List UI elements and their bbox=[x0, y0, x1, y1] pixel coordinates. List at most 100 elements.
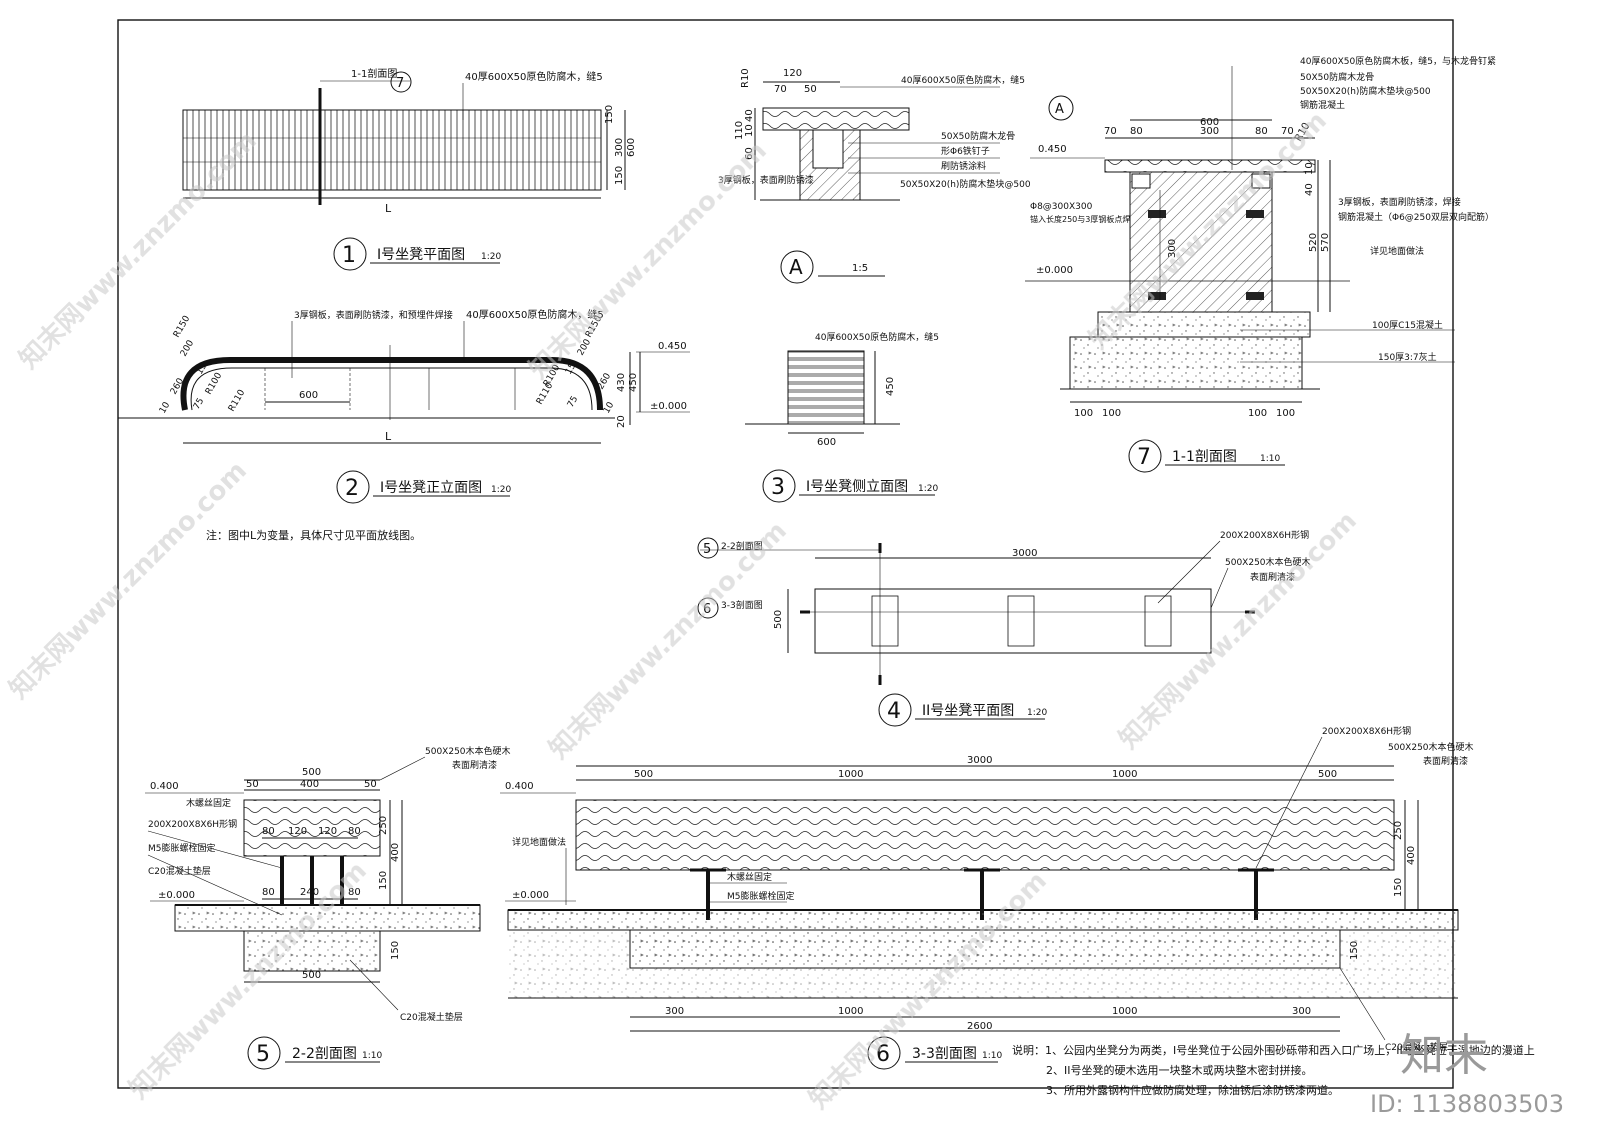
title-scale: 1:20 bbox=[918, 484, 938, 494]
dim-430: 430 bbox=[616, 373, 627, 392]
elev-0-000: ±0.000 bbox=[158, 890, 195, 901]
dim-500: 500 bbox=[773, 610, 784, 629]
cut-label-3-3: 3-3剖面图 bbox=[721, 599, 763, 611]
dim-20: 20 bbox=[616, 415, 627, 428]
elev-0-000: ±0.000 bbox=[650, 401, 687, 412]
note: M5膨胀螺栓固定 bbox=[727, 890, 795, 902]
dim: 50 bbox=[364, 779, 377, 790]
note: 木螺丝固定 bbox=[186, 797, 231, 809]
dim: 1000 bbox=[838, 769, 863, 780]
view-5-section-2-2: 500 50 400 50 80 120 120 80 80 240 80 50… bbox=[145, 745, 511, 1023]
title-number: A bbox=[789, 255, 803, 279]
radius-label: R110 bbox=[227, 388, 248, 414]
explanation-notes: 说明：1、公园内坐凳分为两类，I号坐凳位于公园外围砂砾带和西入口广场上，II号坐… bbox=[1012, 1043, 1535, 1097]
view-3-side-elevation: 40厚600X50原色防腐木，缝5 600 450 bbox=[745, 331, 939, 448]
dim: 100 bbox=[1074, 408, 1093, 419]
elev-0-400: 0.400 bbox=[150, 781, 179, 792]
title-scale: 1:20 bbox=[491, 485, 511, 495]
side-slat bbox=[787, 375, 865, 383]
note-line-2: 2、II号坐凳的硬木选用一块整木或两块整木密封拼接。 bbox=[1046, 1063, 1313, 1077]
view-2-front-elevation: L 600 3厚钢板，表面刷防锈漆，和预埋件焊接 40厚600X50原色防腐木，… bbox=[158, 308, 690, 444]
dim-600: 600 bbox=[817, 437, 836, 448]
dim: 70 bbox=[774, 84, 787, 95]
asset-id: ID: 1138803503 bbox=[1370, 1090, 1564, 1118]
note: C20混凝土垫层 bbox=[400, 1011, 463, 1023]
radius-label: R100 bbox=[204, 371, 225, 397]
dim: 150 bbox=[1393, 878, 1404, 897]
dim-600: 600 bbox=[626, 138, 637, 157]
note: 50X50X20(h)防腐木垫块@500 bbox=[1300, 85, 1431, 97]
note: 500X250木本色硬木 bbox=[1388, 741, 1474, 753]
view-6-section-3-3: 3000 500 1000 1000 500 300 1000 1000 300… bbox=[500, 725, 1474, 1053]
elev-0-450: 0.450 bbox=[1038, 144, 1067, 155]
title-number: 2 bbox=[345, 476, 359, 501]
dim: 1000 bbox=[1112, 1006, 1137, 1017]
title-number: 5 bbox=[256, 1042, 270, 1067]
title-view-2: 2 I号坐凳正立面图 1:20 bbox=[336, 470, 511, 504]
brand-logo: 知末 ID: 1138803503 bbox=[1370, 1030, 1564, 1118]
note: 3厚钢板，表面刷防锈漆，焊接 bbox=[1338, 196, 1461, 208]
title-name: I号坐凳正立面图 bbox=[380, 480, 482, 496]
note-variable-L: 注：图中L为变量，具体尺寸见平面放线图。 bbox=[206, 528, 421, 542]
cut-ref-5: 5 bbox=[703, 542, 711, 557]
elev-0-450: 0.450 bbox=[658, 341, 687, 352]
view-1-bench-plan: 1-1剖面图 7 40厚600X50原色防腐木，缝5 L 150 300 600… bbox=[182, 67, 637, 215]
board-note: 40厚600X50原色防腐木，缝5 bbox=[815, 331, 939, 343]
dim-2600: 2600 bbox=[967, 1021, 992, 1032]
note: 详见地面做法 bbox=[512, 836, 566, 848]
radius-label: 200 bbox=[179, 338, 196, 358]
dim: 60 bbox=[744, 147, 755, 160]
dim: 240 bbox=[300, 887, 319, 898]
radius-label: 10 bbox=[602, 400, 617, 415]
radius-label: R10 bbox=[740, 68, 751, 88]
dim: 80 bbox=[262, 826, 275, 837]
side-slat bbox=[787, 383, 865, 391]
title-scale: 1:10 bbox=[1260, 454, 1280, 464]
elev-0-400: 0.400 bbox=[505, 781, 534, 792]
note: 200X200X8X6H形钢 bbox=[1220, 529, 1309, 541]
note: 表面刷清漆 bbox=[1423, 755, 1468, 767]
note-line-3: 3、所用外露钢构件应做防腐处理，除油锈后涂防锈漆两道。 bbox=[1046, 1083, 1339, 1097]
note: 40厚600X50原色防腐木，缝5 bbox=[901, 74, 1025, 86]
note: C20混凝土垫层 bbox=[148, 865, 211, 877]
note: 200X200X8X6H形钢 bbox=[148, 818, 237, 830]
span-600: 600 bbox=[299, 390, 318, 401]
dim: 40 bbox=[1304, 183, 1315, 196]
dim: 120 bbox=[783, 68, 802, 79]
title-scale: 1:20 bbox=[481, 252, 501, 262]
cut-label-2-2: 2-2剖面图 bbox=[721, 540, 763, 552]
dim: 80 bbox=[1130, 126, 1143, 137]
note: 钢筋混凝土 bbox=[1300, 99, 1345, 111]
dim: 50 bbox=[804, 84, 817, 95]
dim: 1000 bbox=[1112, 769, 1137, 780]
view-7-section-1-1: 40厚600X50原色防腐木板，缝5，与木龙骨钉紧 50X50防腐木龙骨 50X… bbox=[1025, 55, 1496, 419]
dim: 500 bbox=[634, 769, 653, 780]
watermark-text: 知末网www.znzmo.com bbox=[14, 126, 263, 375]
detail-ref: A bbox=[1055, 102, 1064, 117]
dim: 100 bbox=[1102, 408, 1121, 419]
note: 表面刷清漆 bbox=[452, 759, 497, 771]
radius-label: 15 bbox=[564, 362, 578, 377]
note: 钢筋混凝土（Φ6@250双层双向配筋） bbox=[1338, 211, 1494, 223]
dim: 520 bbox=[1308, 233, 1319, 252]
dim: 300 bbox=[1292, 1006, 1311, 1017]
length-label: L bbox=[385, 430, 392, 443]
title-number: 4 bbox=[887, 699, 901, 724]
dim-300: 300 bbox=[1167, 239, 1178, 258]
note: 形Φ6铁钉子 bbox=[941, 145, 990, 157]
dim: 300 bbox=[665, 1006, 684, 1017]
title-name: I号坐凳侧立面图 bbox=[806, 479, 908, 495]
dim: 570 bbox=[1320, 233, 1331, 252]
radius-label: 15 bbox=[195, 362, 209, 377]
side-slat bbox=[787, 399, 865, 407]
title-view-7: 7 1-1剖面图 1:10 bbox=[1128, 439, 1285, 473]
title-name: II号坐凳平面图 bbox=[922, 703, 1014, 719]
dim: 120 bbox=[288, 826, 307, 837]
dim: 100 bbox=[1248, 408, 1267, 419]
dim-150-top: 150 bbox=[604, 105, 615, 124]
title-number: 1 bbox=[342, 243, 356, 268]
note: 3厚钢板，表面刷防锈漆 bbox=[718, 174, 814, 186]
note: 木螺丝固定 bbox=[727, 871, 772, 883]
side-slat bbox=[787, 367, 865, 375]
